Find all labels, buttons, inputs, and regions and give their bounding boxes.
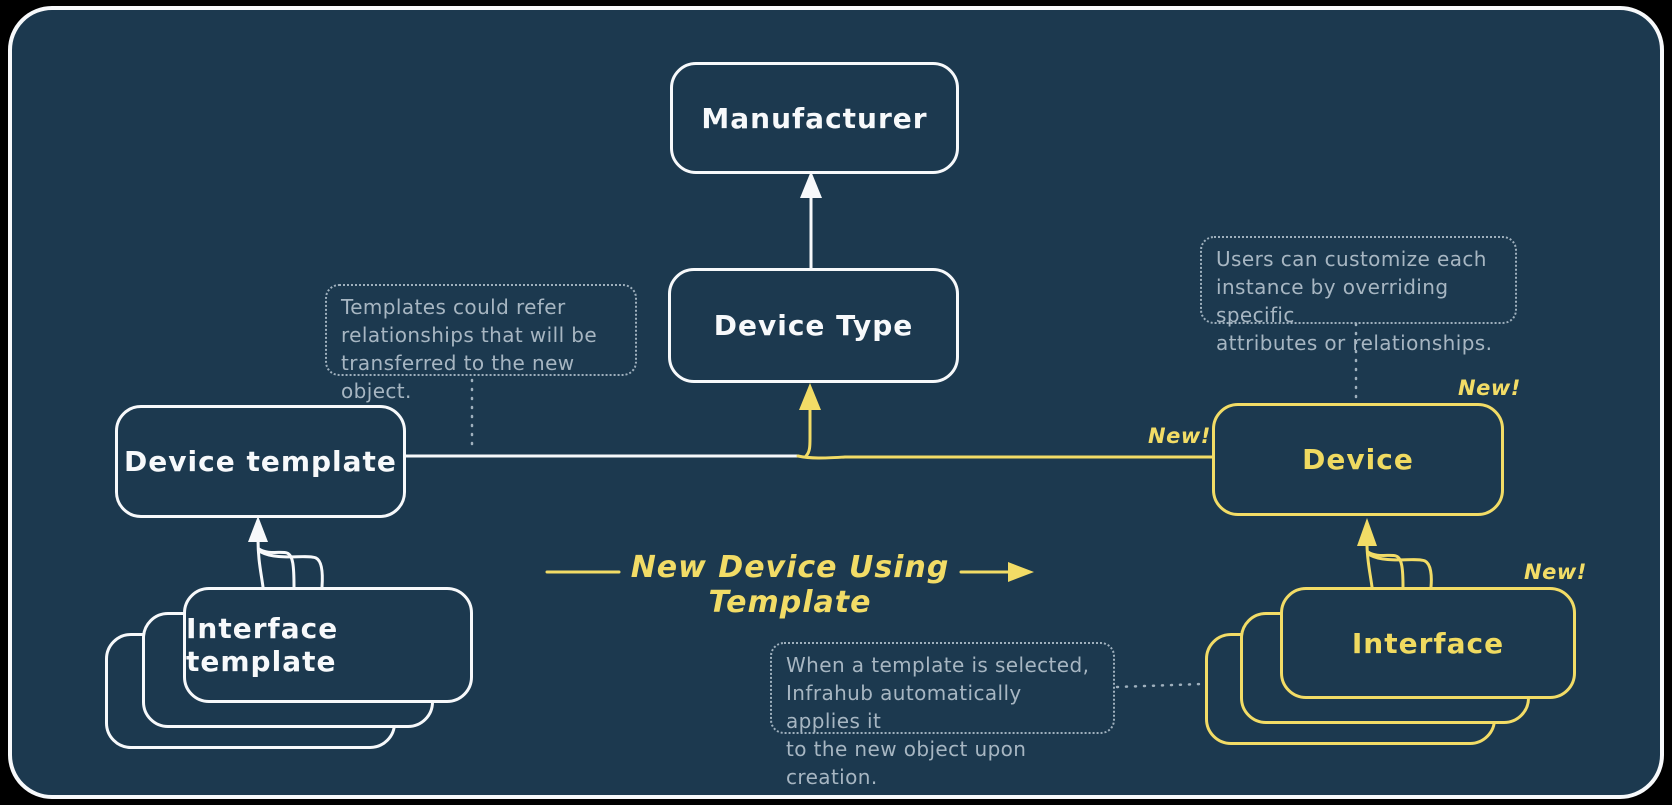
new-badge-interface: New!	[1524, 560, 1587, 584]
note-apply-line-2: Infrahub automatically applies it	[786, 681, 1022, 733]
note-templates-line-2: relationships that will be	[341, 323, 598, 347]
note-templates-line-1: Templates could refer	[341, 295, 566, 319]
node-device-template: Device template	[115, 405, 406, 518]
node-device-type: Device Type	[668, 268, 959, 383]
node-manufacturer-label: Manufacturer	[701, 101, 928, 135]
note-apply-line-3: to the new object upon creation.	[786, 737, 1027, 789]
node-interface-label: Interface	[1351, 626, 1505, 660]
node-interface-template: Interface template	[183, 587, 473, 703]
node-device: Device	[1212, 403, 1504, 516]
note-apply: When a template is selected, Infrahub au…	[770, 642, 1115, 789]
new-badge-flow-line: New!	[1148, 424, 1211, 448]
note-customize-line-3: attributes or relationships.	[1216, 331, 1493, 355]
note-templates: Templates could refer relationships that…	[325, 284, 637, 403]
new-badge-device: New!	[1458, 376, 1521, 400]
flow-label: New Device Using Template	[630, 550, 950, 620]
note-apply-line-1: When a template is selected,	[786, 653, 1090, 677]
node-manufacturer: Manufacturer	[670, 62, 959, 174]
node-interface-template-label: Interface template	[186, 612, 339, 678]
node-device-type-label: Device Type	[713, 309, 914, 342]
note-customize-line-2: instance by overriding specific	[1216, 275, 1449, 327]
note-customize: Users can customize each instance by ove…	[1200, 236, 1517, 355]
node-interface: Interface	[1280, 587, 1576, 699]
node-device-template-label: Device template	[124, 445, 397, 478]
node-device-label: Device	[1302, 443, 1414, 476]
note-customize-line-1: Users can customize each	[1216, 247, 1487, 271]
note-templates-line-3: transferred to the new object.	[341, 351, 575, 403]
